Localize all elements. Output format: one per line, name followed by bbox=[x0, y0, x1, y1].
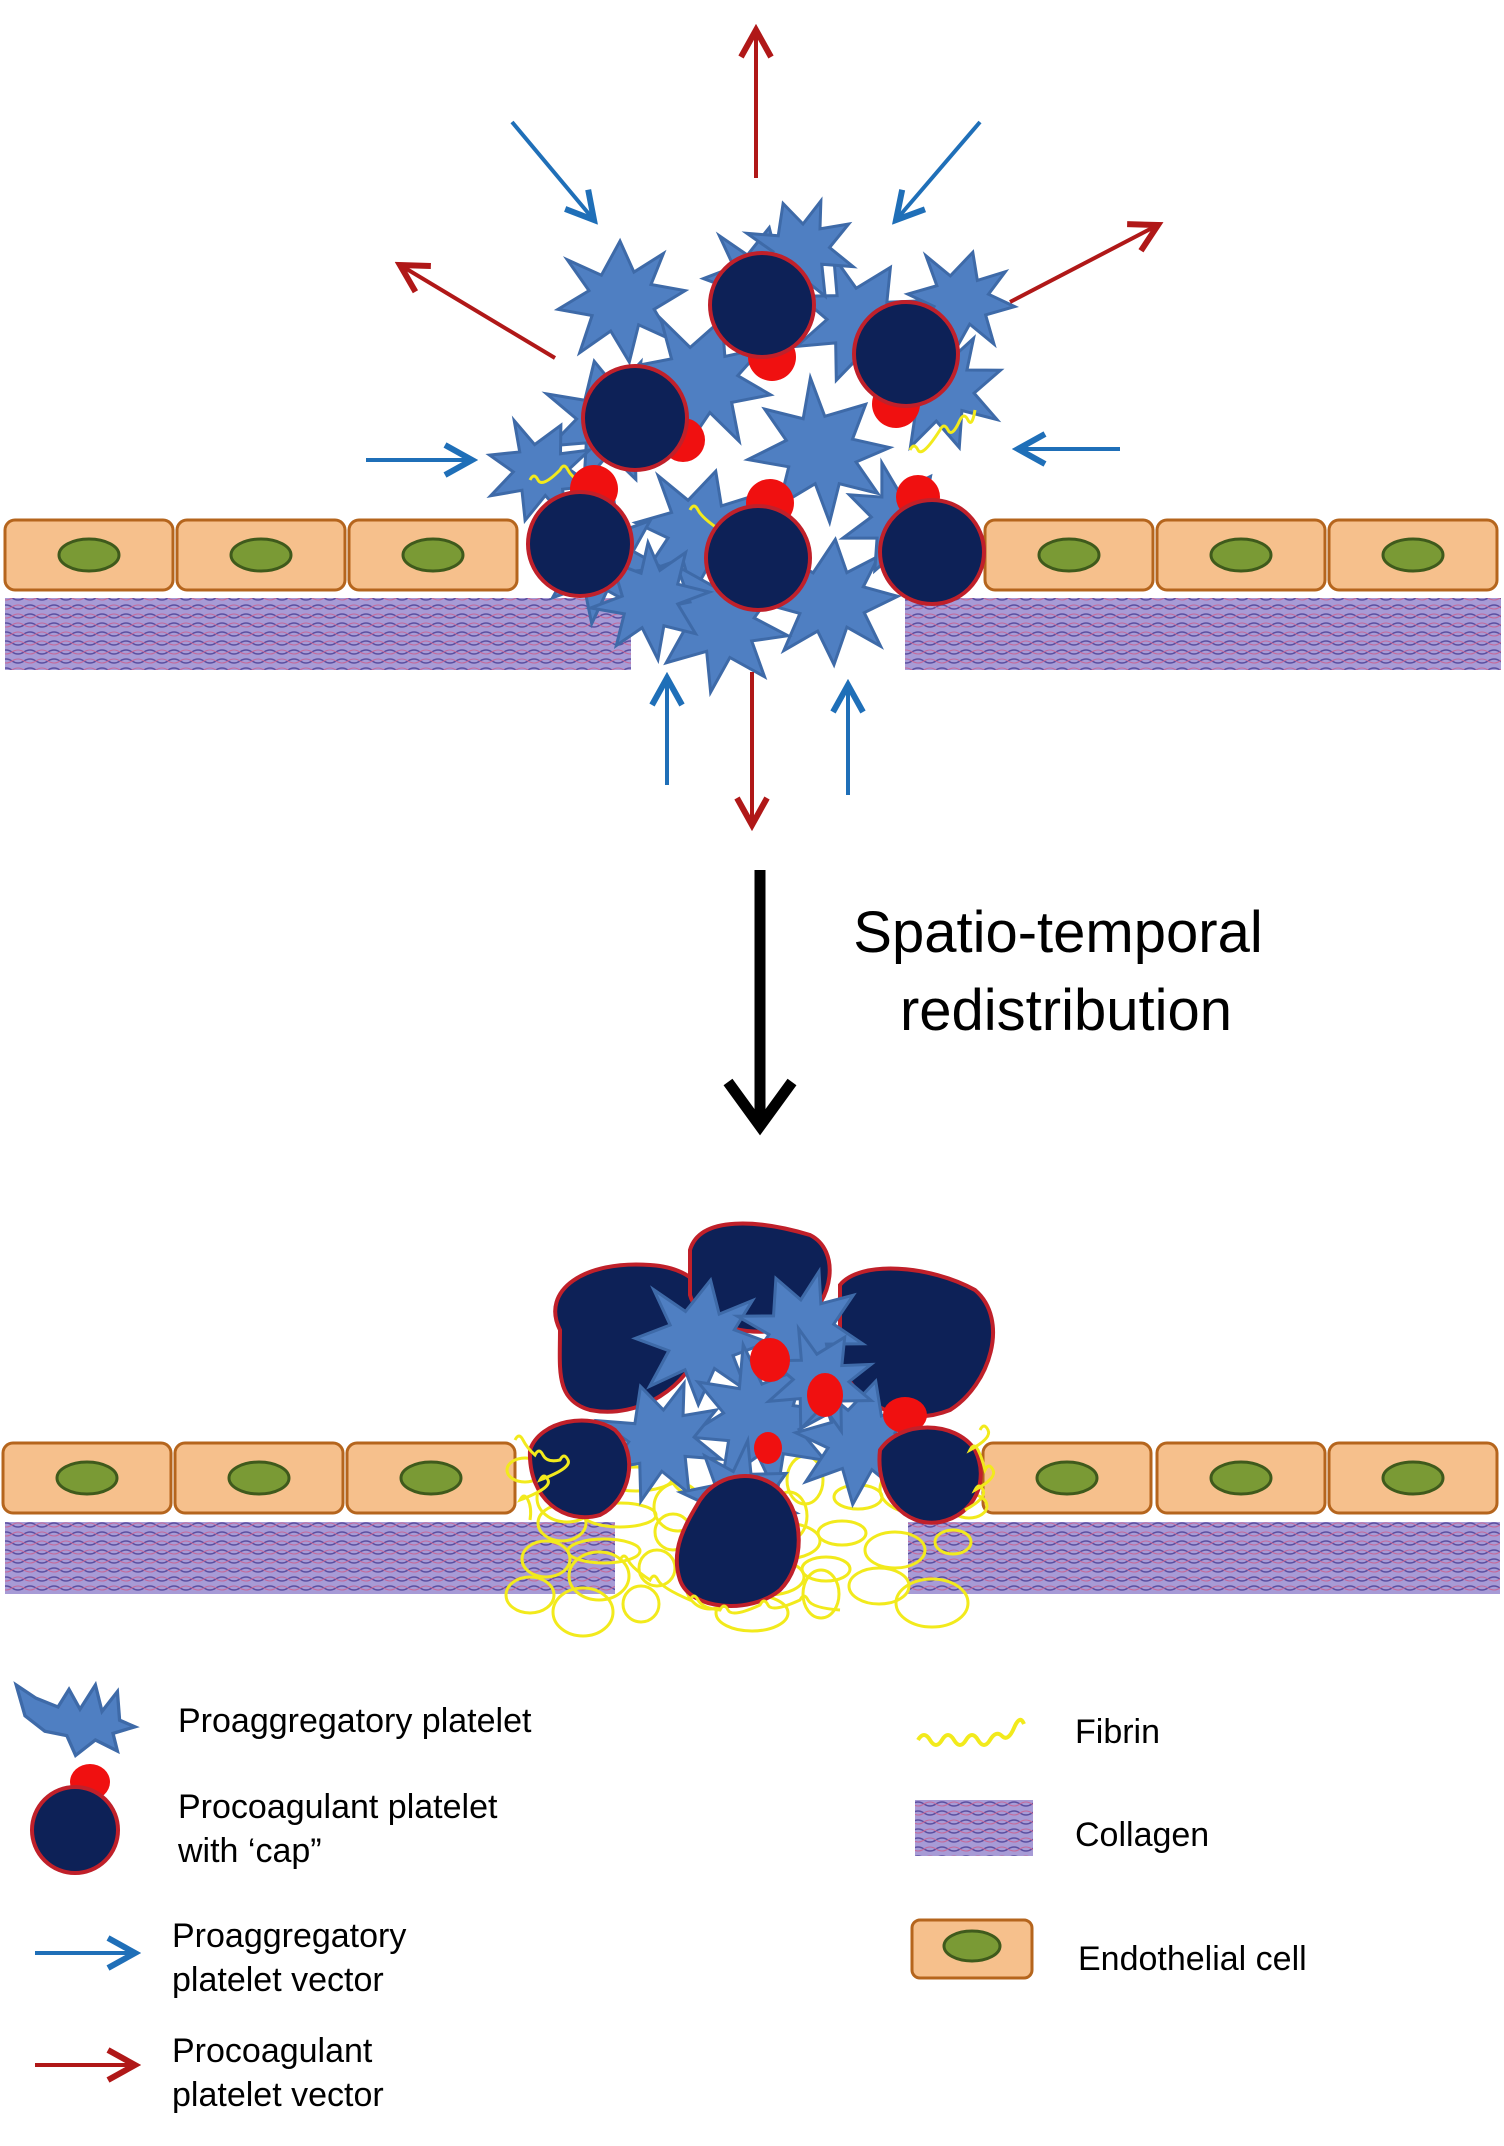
fibrin-loop bbox=[816, 1519, 868, 1547]
nucleus bbox=[1381, 537, 1445, 573]
fibrin-loop bbox=[566, 1537, 642, 1565]
procoagulant-vector bbox=[1009, 225, 1158, 304]
top-panel bbox=[3, 30, 1501, 825]
legend-procoagulant-platelet-line2: with ‘cap” bbox=[177, 1832, 322, 1870]
fibrin-strand bbox=[513, 1434, 570, 1521]
endothelial-cell bbox=[173, 1441, 345, 1515]
legend-procoagulant-vector-line2: platelet vector bbox=[172, 2076, 384, 2114]
bottom-panel bbox=[1, 1221, 1500, 1638]
fibrin-loop bbox=[504, 1575, 556, 1615]
fibrin-loop bbox=[637, 1548, 677, 1588]
collagen-icon bbox=[915, 1800, 1033, 1856]
transition-label-line2: redistribution bbox=[900, 978, 1232, 1043]
clot-top bbox=[469, 183, 1028, 718]
fibrin-loop bbox=[933, 1528, 973, 1556]
collagen-layer-left-top bbox=[5, 598, 631, 670]
cap bbox=[883, 1397, 927, 1433]
nucleus bbox=[1381, 1460, 1445, 1496]
endothelial-cells-bottom bbox=[1, 1441, 1499, 1515]
endothelial-cell bbox=[347, 518, 519, 592]
legend: Proaggregatory platelet Procoagulant pla… bbox=[13, 1680, 1307, 2114]
endothelial-cell bbox=[983, 518, 1155, 592]
fibrin-loop bbox=[800, 1555, 852, 1583]
fibrin-loop bbox=[801, 1568, 841, 1620]
procoagulant-platelet-icon bbox=[30, 1764, 120, 1875]
legend-proaggregatory-vector-line1: Proaggregatory bbox=[172, 1917, 406, 1955]
fibrin-loop bbox=[621, 1584, 661, 1624]
nucleus bbox=[1209, 1460, 1273, 1496]
legend-endothelial-cell: Endothelial cell bbox=[1078, 1940, 1307, 1978]
fibrin-loop bbox=[894, 1577, 970, 1629]
nucleus bbox=[1209, 537, 1273, 573]
procoagulant-platelet bbox=[708, 251, 816, 381]
procoagulant-platelet bbox=[581, 364, 705, 472]
proaggregatory-vector bbox=[896, 120, 982, 220]
endothelial-cells-top bbox=[3, 518, 1499, 592]
legend-procoagulant-vector-line1: Procoagulant bbox=[172, 2032, 373, 2070]
legend-proaggregatory-vector-line2: platelet vector bbox=[172, 1961, 384, 1999]
clot-bottom bbox=[504, 1221, 996, 1638]
fibrin-loop bbox=[551, 1586, 615, 1638]
collagen-layer-right-top bbox=[905, 598, 1501, 670]
procoagulant-platelet bbox=[526, 465, 634, 598]
fibrin-loop bbox=[520, 1539, 572, 1579]
cap bbox=[750, 1338, 790, 1382]
transition: Spatio-temporal redistribution bbox=[723, 870, 1263, 1136]
procoagulant-platelet bbox=[852, 300, 960, 428]
fibrin-strand bbox=[908, 409, 977, 454]
nucleus bbox=[1035, 1460, 1099, 1496]
fibrin-strand bbox=[964, 1424, 996, 1512]
nucleus bbox=[57, 537, 121, 573]
endothelial-cell bbox=[1155, 518, 1327, 592]
endothelial-cell-icon bbox=[910, 1918, 1034, 1980]
procoagulant-vector bbox=[400, 265, 557, 360]
endothelial-cell bbox=[1327, 518, 1499, 592]
nucleus bbox=[401, 537, 465, 573]
proaggregatory-vector bbox=[510, 120, 594, 220]
cap bbox=[807, 1373, 843, 1417]
transition-arrow-head bbox=[723, 1078, 797, 1136]
fibrin-loop bbox=[847, 1566, 911, 1606]
endothelial-cell bbox=[1155, 1441, 1327, 1515]
fibrin-icon bbox=[916, 1717, 1026, 1747]
legend-procoagulant-platelet-line1: Procoagulant platelet bbox=[178, 1788, 498, 1826]
nucleus bbox=[399, 1460, 463, 1496]
fibrin-strand bbox=[618, 1554, 841, 1615]
endothelial-cell bbox=[981, 1441, 1153, 1515]
nucleus bbox=[227, 1460, 291, 1496]
procoagulant-platelet bbox=[878, 475, 986, 606]
endothelial-cell bbox=[1327, 1441, 1499, 1515]
legend-fibrin: Fibrin bbox=[1075, 1713, 1160, 1751]
procoagulant-platelet bbox=[877, 1425, 983, 1525]
endothelial-cell bbox=[1, 1441, 173, 1515]
procoagulant-platelet bbox=[674, 1474, 801, 1608]
collagen-layer-right-bottom bbox=[908, 1522, 1500, 1594]
vectors-top bbox=[366, 30, 1158, 825]
transition-label-line1: Spatio-temporal bbox=[853, 900, 1262, 965]
endothelial-cell bbox=[175, 518, 347, 592]
fibrin-loop bbox=[863, 1530, 927, 1570]
endothelial-cell bbox=[3, 518, 175, 592]
fibrin-loop bbox=[567, 1550, 631, 1602]
nucleus bbox=[1037, 537, 1101, 573]
legend-proaggregatory-platelet: Proaggregatory platelet bbox=[178, 1702, 532, 1740]
proaggregatory-platelet-icon bbox=[13, 1680, 140, 1758]
nucleus bbox=[229, 537, 293, 573]
cap bbox=[754, 1432, 782, 1464]
procoagulant-platelet bbox=[704, 479, 812, 612]
procoagulant-platelet bbox=[527, 1418, 632, 1520]
legend-collagen: Collagen bbox=[1075, 1816, 1209, 1854]
endothelial-cell bbox=[345, 1441, 517, 1515]
nucleus bbox=[55, 1460, 119, 1496]
